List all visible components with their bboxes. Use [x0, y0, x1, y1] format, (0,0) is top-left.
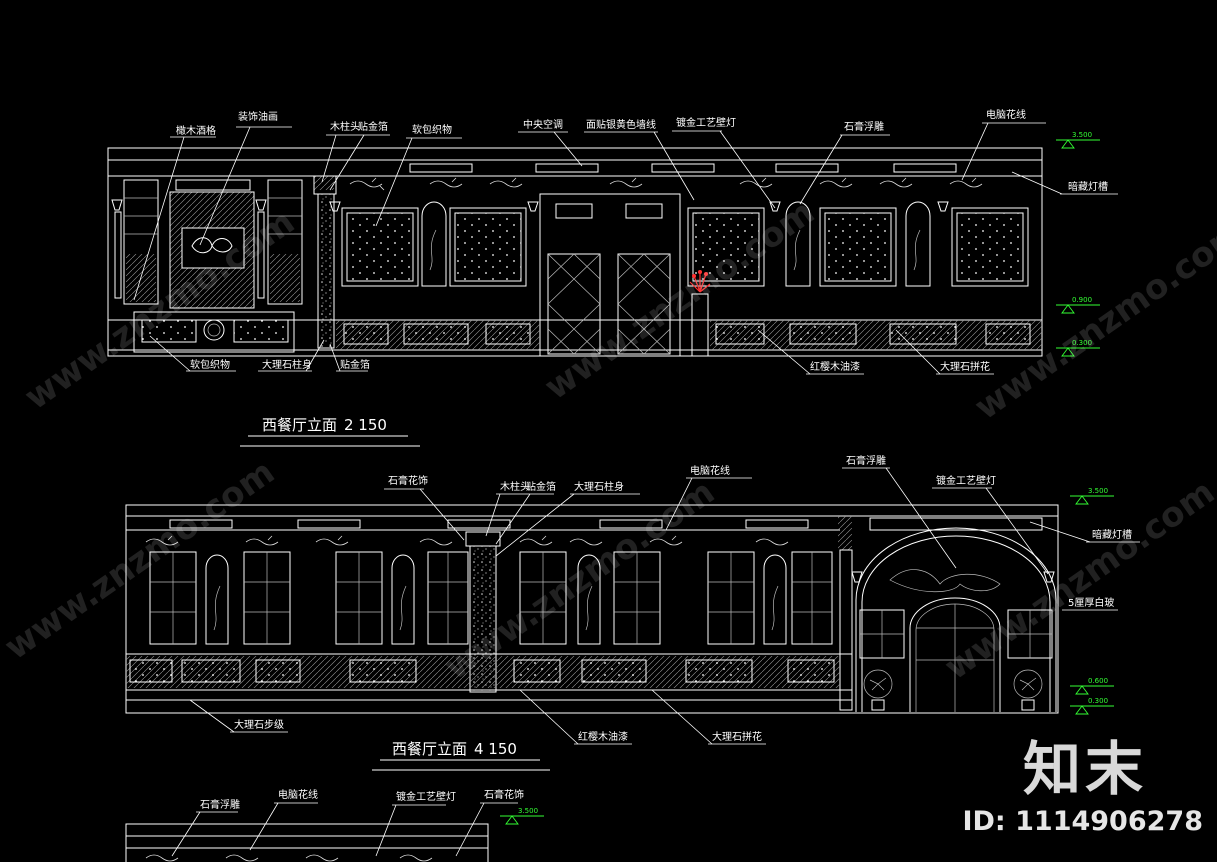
elev2-title: 西餐厅立面 [392, 740, 467, 758]
central-doors [539, 193, 681, 357]
label-white-glass: 5厘厚白玻 [1068, 596, 1114, 609]
potted-plant-icon [863, 669, 893, 711]
watermark-logo: 知末 [1022, 735, 1147, 803]
label-sconce-2: 镀金工艺壁灯 [936, 474, 996, 487]
label-wall-line: 面贴银黄色墙线 [586, 118, 656, 131]
sconce-icon [1043, 571, 1055, 583]
elev1-bottom-labels: 软包织物 大理石柱身 贴金箔 红樱木油漆 大理石拼花 [149, 329, 994, 375]
level-markers-2: 3.500 0.600 0.300 [1070, 487, 1114, 715]
label-painting: 装饰油画 [238, 110, 278, 123]
elev1-title-block: 西餐厅立面 2 150 [240, 416, 420, 447]
elev2-top-labels: 石膏花饰 木柱头 贴金箔 大理石柱身 电脑花线 石膏浮雕 镀金工艺壁灯 暗藏灯槽… [384, 454, 1140, 611]
dado-panels-1 [336, 320, 1042, 350]
level-label: 3.500 [518, 807, 538, 815]
label-wine-rack: 橄木酒格 [176, 124, 216, 137]
decorative-painting [169, 179, 255, 309]
upholstered-panels [341, 207, 1029, 287]
label-sconce-3: 镀金工艺壁灯 [396, 790, 456, 803]
sconce-icon [329, 201, 341, 212]
label-hidden-light-2: 暗藏灯槽 [1092, 528, 1132, 541]
sconce-icon [769, 201, 781, 212]
label-gold-leaf-2: 贴金箔 [526, 480, 556, 493]
vine-frieze-1 [349, 177, 983, 191]
label-plaster-relief: 石膏浮雕 [844, 120, 884, 133]
label-cherry-wood-2: 红樱木油漆 [578, 730, 628, 743]
label-cherry-wood: 红樱木油漆 [810, 360, 860, 373]
sconce-icon [937, 201, 949, 212]
label-marble-column: 大理石柱身 [262, 358, 312, 371]
label-sconce: 镀金工艺壁灯 [676, 116, 736, 129]
elev1-scale: 2 150 [344, 416, 387, 434]
label-cnc-line-3: 电脑花线 [278, 788, 318, 801]
label-upholstery: 软包织物 [412, 123, 452, 136]
label-gold-leaf-bottom: 贴金箔 [340, 358, 370, 371]
level-label: 0.300 [1088, 697, 1108, 705]
level-label: 0.300 [1072, 339, 1092, 347]
label-marble-inlay: 大理石拼花 [940, 360, 990, 373]
marble-column-1 [313, 175, 337, 349]
flower-stand [689, 270, 711, 357]
elev1-title: 西餐厅立面 [262, 416, 337, 434]
label-plaster-ornament-3: 石膏花饰 [484, 788, 524, 801]
arched-niches-2 [205, 554, 787, 645]
elevation-2: 3.500 0.600 0.300 石膏花饰 木柱头 贴金箔 大理石柱身 电脑花… [125, 454, 1140, 771]
ac-grilles [409, 163, 957, 173]
label-plaster-relief-3: 石膏浮雕 [200, 798, 240, 811]
level-markers-1: 3.500 0.900 0.300 [1056, 131, 1100, 357]
level-label: 3.500 [1072, 131, 1092, 139]
ac-grilles-2 [169, 517, 1043, 531]
level-label: 0.600 [1088, 677, 1108, 685]
vine-frieze-2 [145, 535, 789, 546]
label-marble-column-2: 大理石柱身 [574, 480, 624, 493]
label-column-head: 木柱头 [330, 120, 360, 133]
elevation-1: 3.500 0.900 0.300 橄木酒格 装饰油画 木柱头 贴金箔 软包织物… [107, 108, 1118, 447]
potted-plant-icon [1013, 669, 1043, 711]
elev2-title-block: 西餐厅立面 4 150 [372, 740, 550, 771]
arched-niches [421, 201, 931, 287]
label-marble-step: 大理石步级 [234, 718, 284, 731]
arched-entrance [855, 527, 1057, 712]
watermark-id: ID: 1114906278 [962, 806, 1203, 837]
elev2-frame [125, 504, 1059, 714]
sconce-icon [527, 201, 539, 212]
elev2-scale: 4 150 [474, 740, 517, 758]
label-hidden-light: 暗藏灯槽 [1068, 180, 1108, 193]
level-label: 0.900 [1072, 296, 1092, 304]
label-plaster-relief-2: 石膏浮雕 [846, 454, 886, 467]
sconce-icon [851, 571, 863, 583]
label-cnc-line: 电脑花线 [986, 108, 1026, 121]
label-marble-inlay-2: 大理石拼花 [712, 730, 762, 743]
dado-panels-2 [126, 656, 840, 688]
level-label: 3.500 [1088, 487, 1108, 495]
label-upholstery-bottom: 软包织物 [190, 358, 230, 371]
label-gold-leaf: 贴金箔 [358, 120, 388, 133]
elev1-top-labels: 橄木酒格 装饰油画 木柱头 贴金箔 软包织物 中央空调 面贴银黄色墙线 镀金工艺… [133, 108, 1118, 301]
label-cnc-line-2: 电脑花线 [690, 464, 730, 477]
elevation-3: 石膏浮雕 电脑花线 镀金工艺壁灯 石膏花饰 3.500 [125, 788, 544, 862]
label-plaster-ornament: 石膏花饰 [388, 474, 428, 487]
window-grids [149, 551, 833, 645]
label-ac: 中央空调 [523, 118, 563, 131]
label-column-head-2: 木柱头 [500, 480, 530, 493]
elev2-bottom-labels: 大理石步级 红樱木油漆 大理石拼花 [189, 689, 766, 745]
